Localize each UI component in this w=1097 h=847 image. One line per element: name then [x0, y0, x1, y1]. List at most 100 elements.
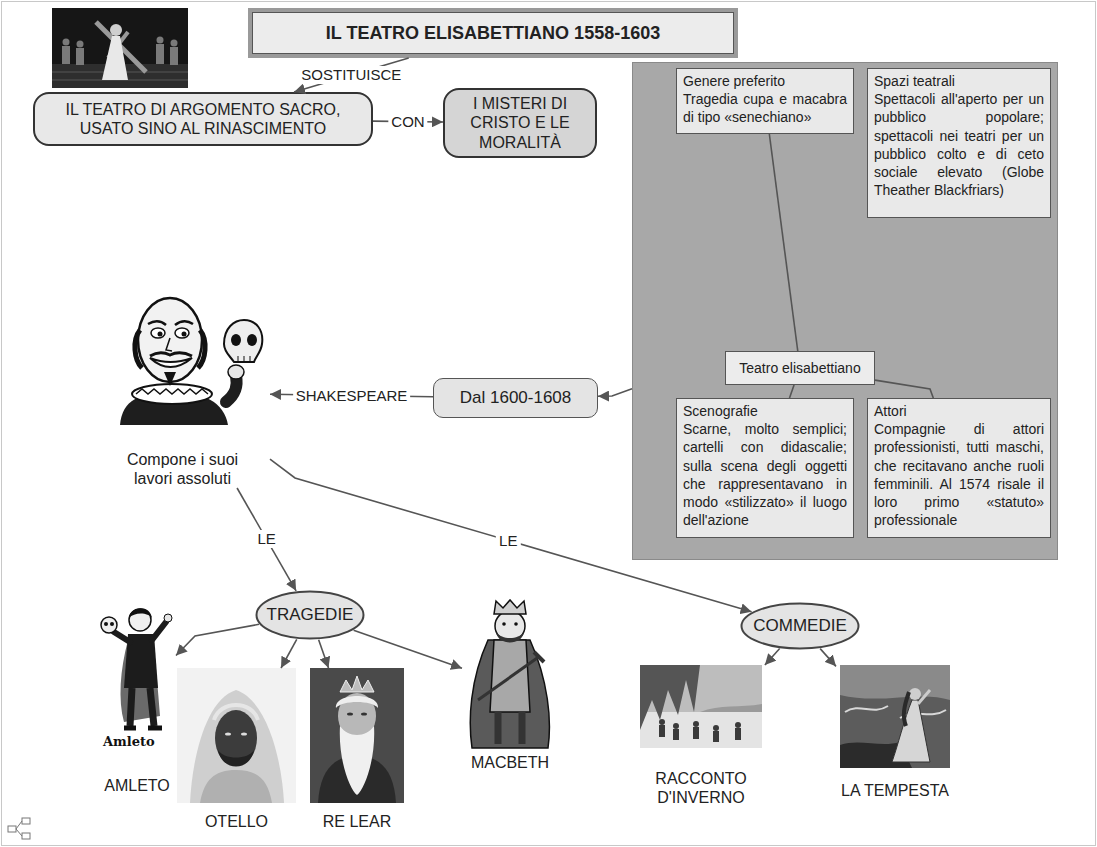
title-text: IL TEATRO ELISABETTIANO 1558-1603	[326, 23, 660, 44]
winter-painting	[673, 723, 679, 729]
caption: Compone i suoi lavori assoluti	[115, 450, 250, 488]
map-icon	[22, 833, 30, 839]
hamlet-figure	[129, 609, 151, 631]
connector-arrow	[875, 380, 933, 398]
caption: LA TEMPESTA	[841, 781, 949, 800]
connector-arrow	[176, 624, 259, 655]
map-icon	[8, 826, 16, 832]
shakespeare-cartoon	[198, 330, 205, 368]
macbeth-figure	[502, 622, 506, 626]
info-box: Spazi teatraliSpettacoli all'aperto per …	[867, 68, 1051, 218]
lear-photo	[340, 676, 374, 692]
stage-photo	[102, 36, 128, 80]
stage-photo	[171, 40, 178, 47]
hamlet-figure	[164, 614, 172, 622]
caption: AMLETO	[104, 776, 170, 795]
lear-photo	[310, 668, 404, 803]
picture-label: Amleto	[103, 734, 155, 749]
map-icon	[16, 821, 22, 836]
macbeth-figure	[470, 600, 549, 748]
macbeth-figure	[478, 656, 540, 700]
connector-arrow	[598, 389, 632, 397]
shakespeare-cartoon	[224, 320, 262, 362]
othello-photo	[190, 690, 284, 803]
lear-photo	[336, 696, 378, 708]
stage-photo	[62, 46, 70, 64]
edge-label: LE	[496, 532, 520, 550]
winter-painting	[640, 665, 700, 730]
winter-painting	[693, 727, 699, 739]
shakespeare-cartoon	[120, 298, 262, 425]
date-box: Dal 1600-1608	[433, 378, 598, 418]
work-figure: OTELLO	[177, 668, 296, 831]
lear-photo	[361, 712, 367, 715]
tempest-painting	[904, 692, 909, 726]
shakespeare-cartoon	[138, 298, 202, 382]
date-text: Dal 1600-1608	[460, 388, 572, 408]
macbeth-figure	[496, 632, 524, 643]
tempest-painting	[918, 690, 930, 704]
stage-photo	[156, 44, 164, 64]
info-body: Spettacoli all'aperto per un pubblico po…	[874, 90, 1044, 199]
shakespeare-cartoon	[150, 353, 192, 356]
macbeth-figure	[494, 600, 526, 614]
stage-photo	[52, 8, 188, 88]
process-box: IL TEATRO DI ARGOMENTO SACRO, USATO SINO…	[33, 92, 373, 146]
info-body: Tragedia cupa e macabra di tipo «senechi…	[683, 90, 847, 126]
hamlet-figure	[104, 622, 108, 626]
shakespeare-cartoon	[226, 376, 237, 402]
winter-painting	[700, 704, 762, 712]
work-figure: RE LEAR	[310, 668, 404, 831]
info-head: Spazi teatrali	[874, 72, 1044, 90]
info-head: Scenografie	[683, 402, 847, 420]
lear-photo	[347, 712, 353, 715]
shakespeare-cartoon	[166, 338, 172, 351]
info-box: Genere preferitoTragedia cupa e macabra …	[676, 68, 854, 134]
othello-photo	[177, 668, 296, 803]
winter-painting	[713, 725, 719, 731]
winter-painting	[659, 719, 741, 742]
caption: MACBETH	[471, 753, 549, 772]
work-figure: MACBETH	[462, 598, 558, 772]
shakespeare-cartoon	[148, 321, 193, 325]
lear-photo	[340, 726, 374, 795]
shakespeare-cartoon	[247, 334, 257, 346]
winter-painting	[659, 725, 665, 737]
process-box: I MISTERI DI CRISTO E LE MORALITÀ	[443, 88, 597, 158]
tempest-painting	[892, 700, 930, 762]
shakespeare-cartoon	[151, 328, 165, 338]
connector-arrow	[281, 639, 297, 668]
lear-photo	[310, 668, 404, 803]
hub-box: Teatro elisabettiano	[725, 351, 875, 385]
caption: OTELLO	[205, 812, 268, 831]
connector-arrow	[237, 488, 296, 591]
tempest-painting	[840, 665, 950, 768]
hamlet-figure	[110, 622, 114, 626]
macbeth-figure	[514, 622, 518, 626]
macbeth-figure	[498, 712, 522, 744]
box-text: I MISTERI DI CRISTO E LE MORALITÀ	[453, 94, 587, 152]
work-figure: RACCONTO D'INVERNO	[636, 665, 766, 807]
othello-photo	[218, 750, 254, 767]
connector-arrow	[820, 649, 836, 667]
hamlet-figure	[124, 726, 162, 731]
connector-arrow	[354, 630, 462, 668]
hamlet-figure	[129, 608, 152, 618]
work-figure: LA TEMPESTA	[836, 665, 954, 800]
winter-painting	[713, 731, 719, 742]
winter-painting	[640, 665, 762, 748]
info-body: Scarne, molto semplici; cartelli con did…	[683, 420, 847, 529]
winter-painting	[640, 712, 762, 748]
map-icon	[22, 818, 30, 824]
info-box: AttoriCompagnie di attori professionisti…	[867, 398, 1051, 538]
hub-text: Teatro elisabettiano	[739, 360, 860, 376]
connector-arrow	[765, 649, 780, 665]
stage-photo	[52, 8, 188, 88]
work-figure: AMLETO	[98, 596, 176, 795]
edge-label: SHAKESPEARE	[293, 387, 411, 405]
category-ellipse: TRAGEDIE	[255, 590, 365, 640]
connector-arrow	[294, 58, 409, 92]
tempest-painting	[845, 706, 946, 718]
